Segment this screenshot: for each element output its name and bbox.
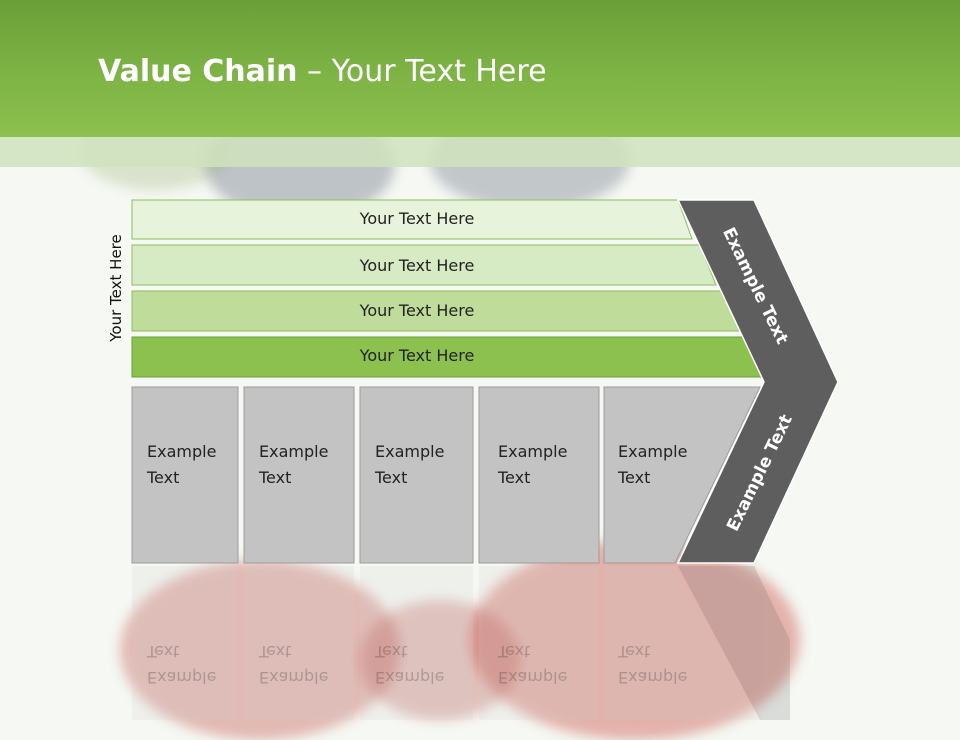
row-bar-1 (131, 199, 693, 240)
step-label-4: Example Text (498, 442, 568, 487)
step-label-2: Example Text (259, 442, 329, 487)
step-label-5: Example Text (618, 442, 688, 487)
step-box-1 (131, 386, 239, 564)
step-box-4 (478, 386, 600, 564)
title-bold: Value Chain (98, 54, 298, 89)
background-strawberry-2 (470, 540, 800, 740)
row-bar-2 (131, 244, 717, 286)
row-label-2: Your Text Here (359, 256, 475, 275)
chevron-arrow (676, 199, 839, 564)
row-label-3: Your Text Here (359, 301, 475, 320)
background-strawberry-3 (360, 600, 520, 720)
slide-header (0, 0, 960, 137)
row-label-1: Your Text Here (359, 209, 475, 228)
slide-title: Value Chain – Your Text Here (98, 54, 547, 89)
title-rest: – Your Text Here (297, 54, 547, 89)
step-label-1: Example Text (147, 442, 217, 487)
value-chain-diagram (131, 199, 839, 720)
reflection-shapes (132, 566, 790, 720)
background-strawberry (120, 560, 400, 740)
step-box-2 (243, 386, 355, 564)
header-band (0, 137, 960, 167)
step-box-3 (359, 386, 474, 564)
row-label-4: Your Text Here (359, 346, 475, 365)
step-label-3: Example Text (375, 442, 445, 487)
step-box-5 (603, 386, 761, 564)
